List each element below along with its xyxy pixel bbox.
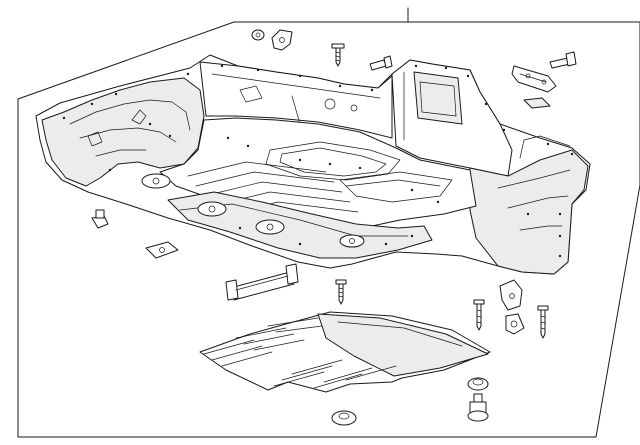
floor-pan-assembly xyxy=(35,54,591,275)
right-quarter-window xyxy=(413,71,463,125)
floor-insulator-pad xyxy=(199,311,491,393)
left-wheelhouse-crease-2 xyxy=(79,127,177,143)
bracket-top-left xyxy=(271,29,293,51)
insulator-pad-ribs xyxy=(203,317,397,389)
front-crossmember xyxy=(167,191,433,259)
bracket-middle xyxy=(225,263,299,301)
grommet-right xyxy=(467,377,489,391)
right-wheelhouse-crease-2 xyxy=(507,195,569,209)
right-wheelhouse-crease-3 xyxy=(519,225,563,231)
bolt-middle xyxy=(335,279,347,305)
rear-inner-wall xyxy=(199,61,393,139)
bolt-horizontal-top xyxy=(369,55,393,71)
panel-holes xyxy=(62,64,574,258)
insulator-pad-flat-section xyxy=(317,313,489,377)
bolt-right-2 xyxy=(537,305,549,339)
floor-step-crease xyxy=(345,179,441,187)
grommet-bottom xyxy=(331,410,357,426)
left-wheelhouse-tab xyxy=(87,131,103,147)
insulator-pad-edge xyxy=(337,321,463,347)
nut-plate-left xyxy=(145,241,179,259)
floor-raised-panel-inner xyxy=(279,147,387,177)
rear-wall-rib xyxy=(291,95,301,125)
floor-raised-panel xyxy=(265,141,401,181)
right-wheelhouse-crease xyxy=(497,169,571,189)
right-wheelhouse-lip xyxy=(519,135,571,159)
retainer-clip-top-left xyxy=(251,29,265,41)
rear-wall-flange xyxy=(211,73,381,99)
floor-step-panel xyxy=(339,171,453,203)
right-wheelhouse xyxy=(469,149,589,275)
bolt-right-1 xyxy=(473,299,485,331)
boundary-frame xyxy=(17,21,640,438)
seat-mounts xyxy=(141,173,365,248)
pad-top-right xyxy=(523,97,551,109)
left-wheelhouse-crease-3 xyxy=(95,149,147,157)
left-wheelhouse-crease xyxy=(69,99,191,131)
left-wheelhouse-pad xyxy=(131,109,147,125)
bracket-right-angle xyxy=(499,279,523,311)
clip-right xyxy=(505,313,525,335)
bolt-top-right xyxy=(549,51,577,69)
retainer-left xyxy=(91,209,109,229)
bolt-top-center xyxy=(331,43,345,67)
right-quarter-window-inner xyxy=(419,81,457,117)
stud-bottom-right xyxy=(467,393,489,422)
rear-wall-hole-small xyxy=(350,104,358,112)
rear-wall-hole xyxy=(324,98,336,110)
bracket-top-right xyxy=(511,65,557,93)
rear-wall-bracket xyxy=(239,85,263,103)
